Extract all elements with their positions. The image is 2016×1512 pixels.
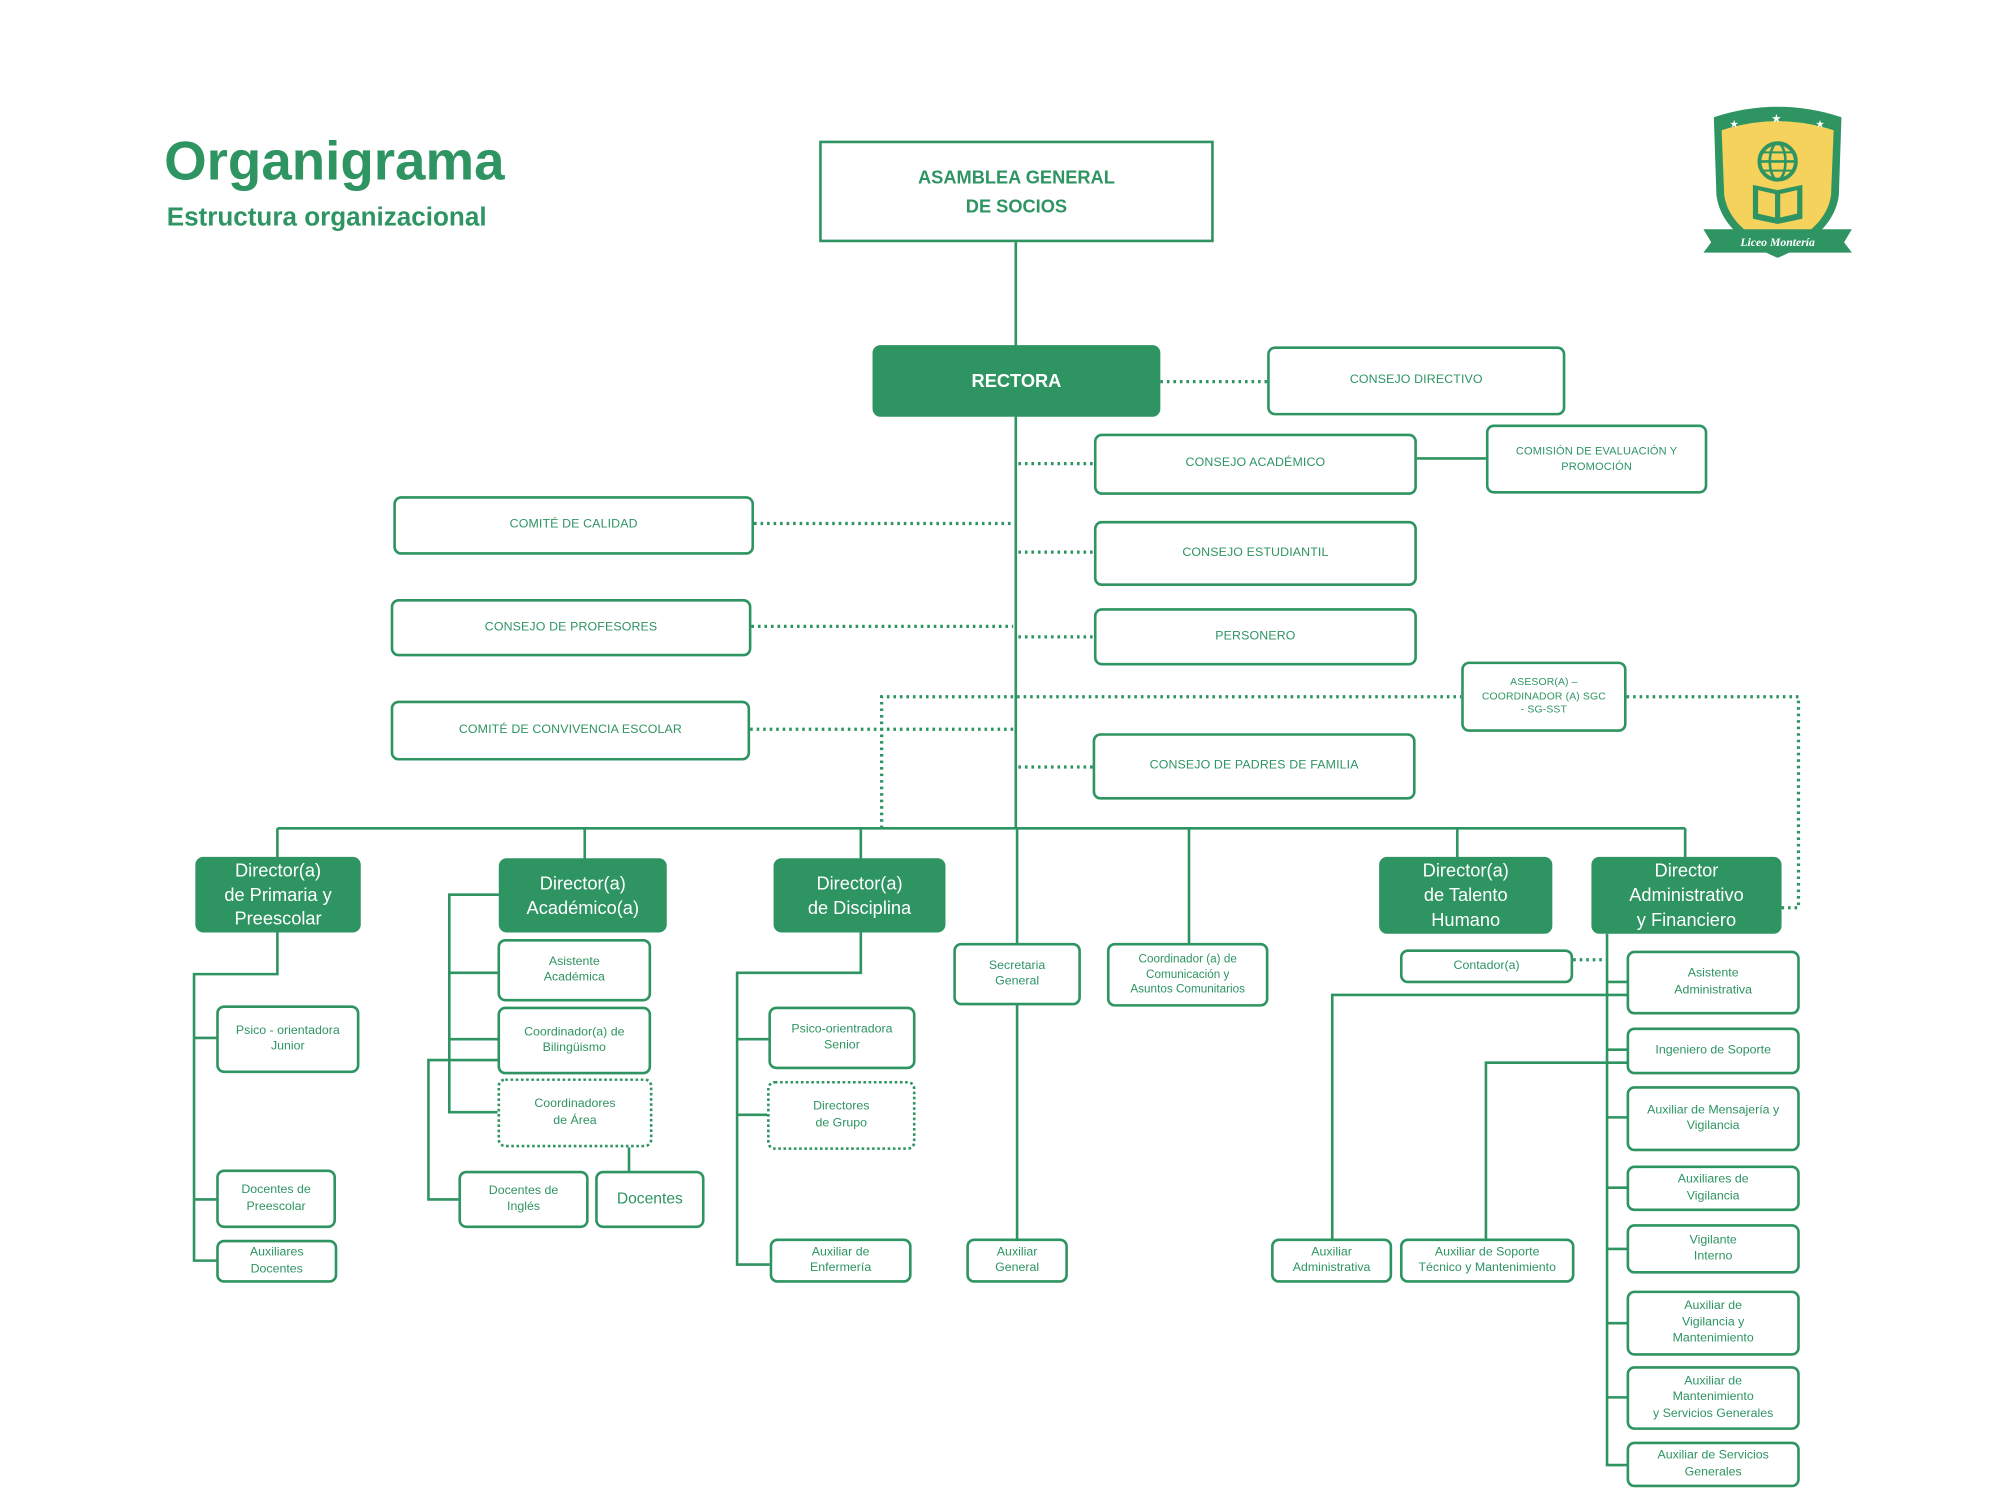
node-docentes: Docentes: [595, 1170, 705, 1229]
node-secretaria-general: Secretaria General: [953, 942, 1081, 1006]
node-auxiliares-docentes: Auxiliares Docentes: [216, 1239, 338, 1283]
svg-text:★: ★: [1815, 119, 1824, 131]
node-ingeniero-soporte: Ingeniero de Soporte: [1626, 1027, 1800, 1075]
node-asistente-administrativa: Asistente Administrativa: [1626, 950, 1800, 1015]
node-coordinadores-area: Coordinadores de Área: [497, 1078, 653, 1148]
node-asesor-sgc: ASESOR(A) – COORDINADOR (A) SGC - SG-SST: [1461, 661, 1627, 732]
page-subtitle: Estructura organizacional: [166, 203, 487, 232]
node-consejo-directivo: CONSEJO DIRECTIVO: [1267, 346, 1566, 416]
svg-text:★: ★: [1771, 111, 1782, 125]
svg-text:★: ★: [1729, 119, 1738, 131]
node-directores-grupo: Directores de Grupo: [767, 1080, 916, 1150]
node-comite-convivencia: COMITÉ DE CONVIVENCIA ESCOLAR: [390, 700, 751, 761]
node-coordinador-comunicacion: Coordinador (a) de Comunicación y Asunto…: [1106, 942, 1269, 1007]
node-coordinador-bilinguismo: Coordinador(a) de Bilingüismo: [497, 1006, 652, 1075]
node-comision-evaluacion: COMISIÓN DE EVALUACIÓN Y PROMOCIÓN: [1485, 424, 1708, 494]
book-icon: [1752, 184, 1803, 224]
node-auxiliar-administrativa: Auxiliar Administrativa: [1271, 1238, 1393, 1283]
node-director-primaria: Director(a) de Primaria y Preescolar: [195, 856, 361, 933]
node-auxiliar-mensajeria: Auxiliar de Mensajería y Vigilancia: [1626, 1086, 1800, 1152]
page-title: Organigrama: [164, 130, 505, 192]
node-rectora: RECTORA: [872, 345, 1161, 417]
logo-ribbon: [1703, 229, 1852, 253]
node-asamblea-general: ASAMBLEA GENERAL DE SOCIOS: [819, 140, 1214, 243]
node-auxiliar-soporte-tecnico: Auxiliar de Soporte Técnico y Mantenimie…: [1399, 1238, 1575, 1283]
node-comite-calidad: COMITÉ DE CALIDAD: [393, 496, 755, 555]
node-director-talento-humano: Director(a) de Talento Humano: [1379, 856, 1553, 934]
shield-fill: [1721, 121, 1834, 249]
globe-icon: [1757, 141, 1798, 182]
logo-text: Liceo Montería: [1739, 236, 1815, 249]
node-auxiliar-enfermeria: Auxiliar de Enfermería: [769, 1238, 912, 1283]
node-consejo-profesores: CONSEJO DE PROFESORES: [390, 599, 752, 657]
node-vigilante-interno: Vigilante Interno: [1626, 1224, 1800, 1274]
node-auxiliar-general: Auxiliar General: [966, 1238, 1068, 1283]
node-contador: Contador(a): [1399, 949, 1574, 984]
node-auxiliar-mantenimiento-servicios: Auxiliar de Mantenimiento y Servicios Ge…: [1626, 1366, 1800, 1430]
node-asistente-academica: Asistente Académica: [497, 938, 652, 1002]
node-director-administrativo: Director Administrativo y Financiero: [1591, 856, 1782, 934]
node-director-disciplina: Director(a) de Disciplina: [773, 858, 946, 933]
node-consejo-padres: CONSEJO DE PADRES DE FAMILIA: [1092, 733, 1416, 800]
node-personero: PERSONERO: [1093, 608, 1417, 666]
node-psico-senior: Psico-orientradora Senior: [768, 1006, 916, 1070]
node-consejo-academico: CONSEJO ACADÉMICO: [1093, 433, 1417, 495]
node-docentes-preescolar: Docentes de Preescolar: [216, 1169, 336, 1229]
node-auxiliares-vigilancia: Auxiliares de Vigilancia: [1626, 1165, 1800, 1212]
node-consejo-estudiantil: CONSEJO ESTUDIANTIL: [1093, 520, 1417, 587]
node-docentes-ingles: Docentes de Inglés: [458, 1170, 589, 1229]
node-auxiliar-servicios-generales: Auxiliar de Servicios Generales: [1626, 1441, 1800, 1488]
node-auxiliar-vigilancia-mantenimiento: Auxiliar de Vigilancia y Mantenimiento: [1626, 1290, 1800, 1356]
node-director-academico: Director(a) Académico(a): [498, 858, 667, 933]
school-logo: ★ ★ ★ Liceo Montería: [1703, 106, 1852, 258]
node-psico-junior: Psico - orientadora Junior: [216, 1005, 360, 1074]
